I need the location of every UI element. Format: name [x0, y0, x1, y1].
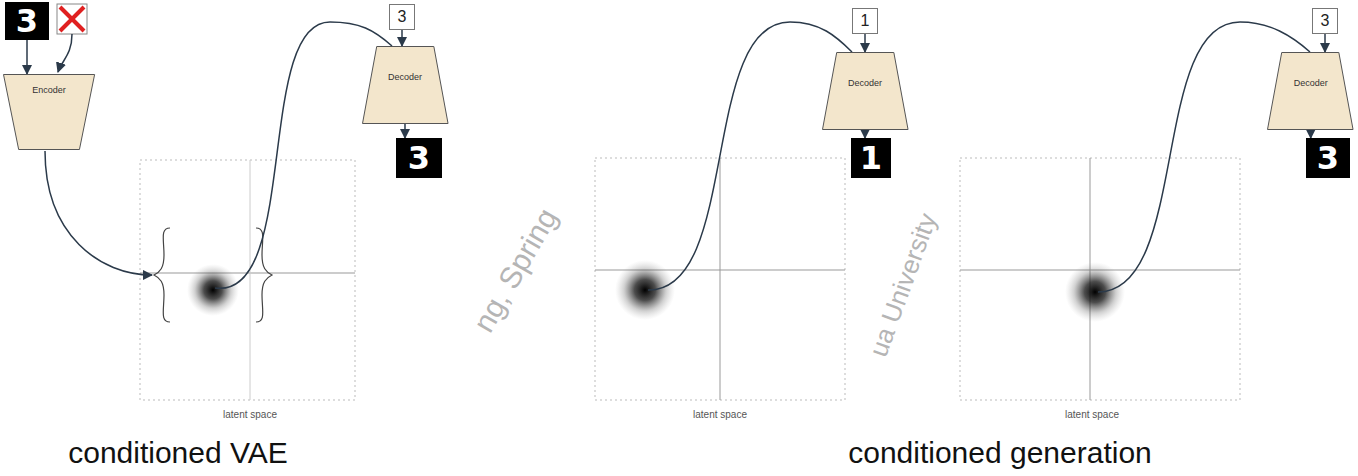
axis-label: latent space	[1065, 409, 1119, 420]
caption: conditioned generation	[848, 436, 1152, 469]
digit-glyph: 3	[408, 142, 430, 174]
digit-image: 3	[396, 138, 442, 178]
trapezoid-outline	[1268, 53, 1354, 130]
condition-label: 3	[1312, 8, 1338, 34]
flow-arrow	[401, 30, 403, 46]
condition-value: 3	[398, 9, 407, 25]
flow-arrow	[404, 124, 406, 138]
dropped-condition	[57, 4, 87, 72]
flow-arrow	[864, 130, 866, 138]
trapezoid-outline	[362, 47, 448, 124]
digit-glyph: 3	[1317, 142, 1339, 174]
block-label: Decoder	[822, 78, 909, 89]
sample-curve	[1098, 22, 1310, 292]
trapezoid-shape	[362, 46, 449, 124]
latent-plot	[595, 158, 845, 400]
flow-arrow	[1324, 34, 1326, 52]
block-label: Encoder	[3, 85, 95, 96]
digit-glyph: 1	[860, 142, 882, 174]
digit-image: 3	[5, 2, 49, 40]
caption: conditioned VAE	[68, 436, 288, 469]
sample-curve	[215, 22, 392, 288]
trapezoid-outline	[4, 75, 95, 150]
decoder-block: Decoder	[1267, 52, 1354, 130]
flow-arrow	[26, 40, 28, 74]
watermark: ng, Spring	[467, 203, 564, 338]
block-label: Decoder	[362, 72, 449, 83]
axis-label: latent space	[693, 409, 747, 420]
flow-arrow	[1310, 130, 1312, 138]
digit-image: 1	[851, 138, 891, 178]
decoder-block: Decoder	[362, 46, 449, 124]
condition-value: 1	[861, 13, 870, 29]
encode-curve	[45, 151, 152, 275]
trapezoid-shape	[1267, 52, 1354, 130]
condition-value: 3	[1321, 13, 1330, 29]
trapezoid-shape	[822, 52, 909, 130]
condition-label: 3	[389, 4, 415, 30]
trapezoid-outline	[822, 53, 908, 130]
condition-label: 1	[852, 8, 878, 34]
flow-arrow	[864, 34, 866, 52]
encoder-block: Encoder	[3, 74, 95, 150]
digit-glyph: 3	[16, 5, 38, 37]
block-label: Decoder	[1267, 78, 1354, 89]
decoder-block: Decoder	[822, 52, 909, 130]
watermark: ua University	[864, 210, 942, 361]
axis-label: latent space	[223, 409, 277, 420]
digit-image: 3	[1306, 138, 1350, 178]
sample-curve	[648, 22, 852, 290]
latent-plot	[140, 160, 355, 400]
latent-plot	[960, 158, 1240, 400]
